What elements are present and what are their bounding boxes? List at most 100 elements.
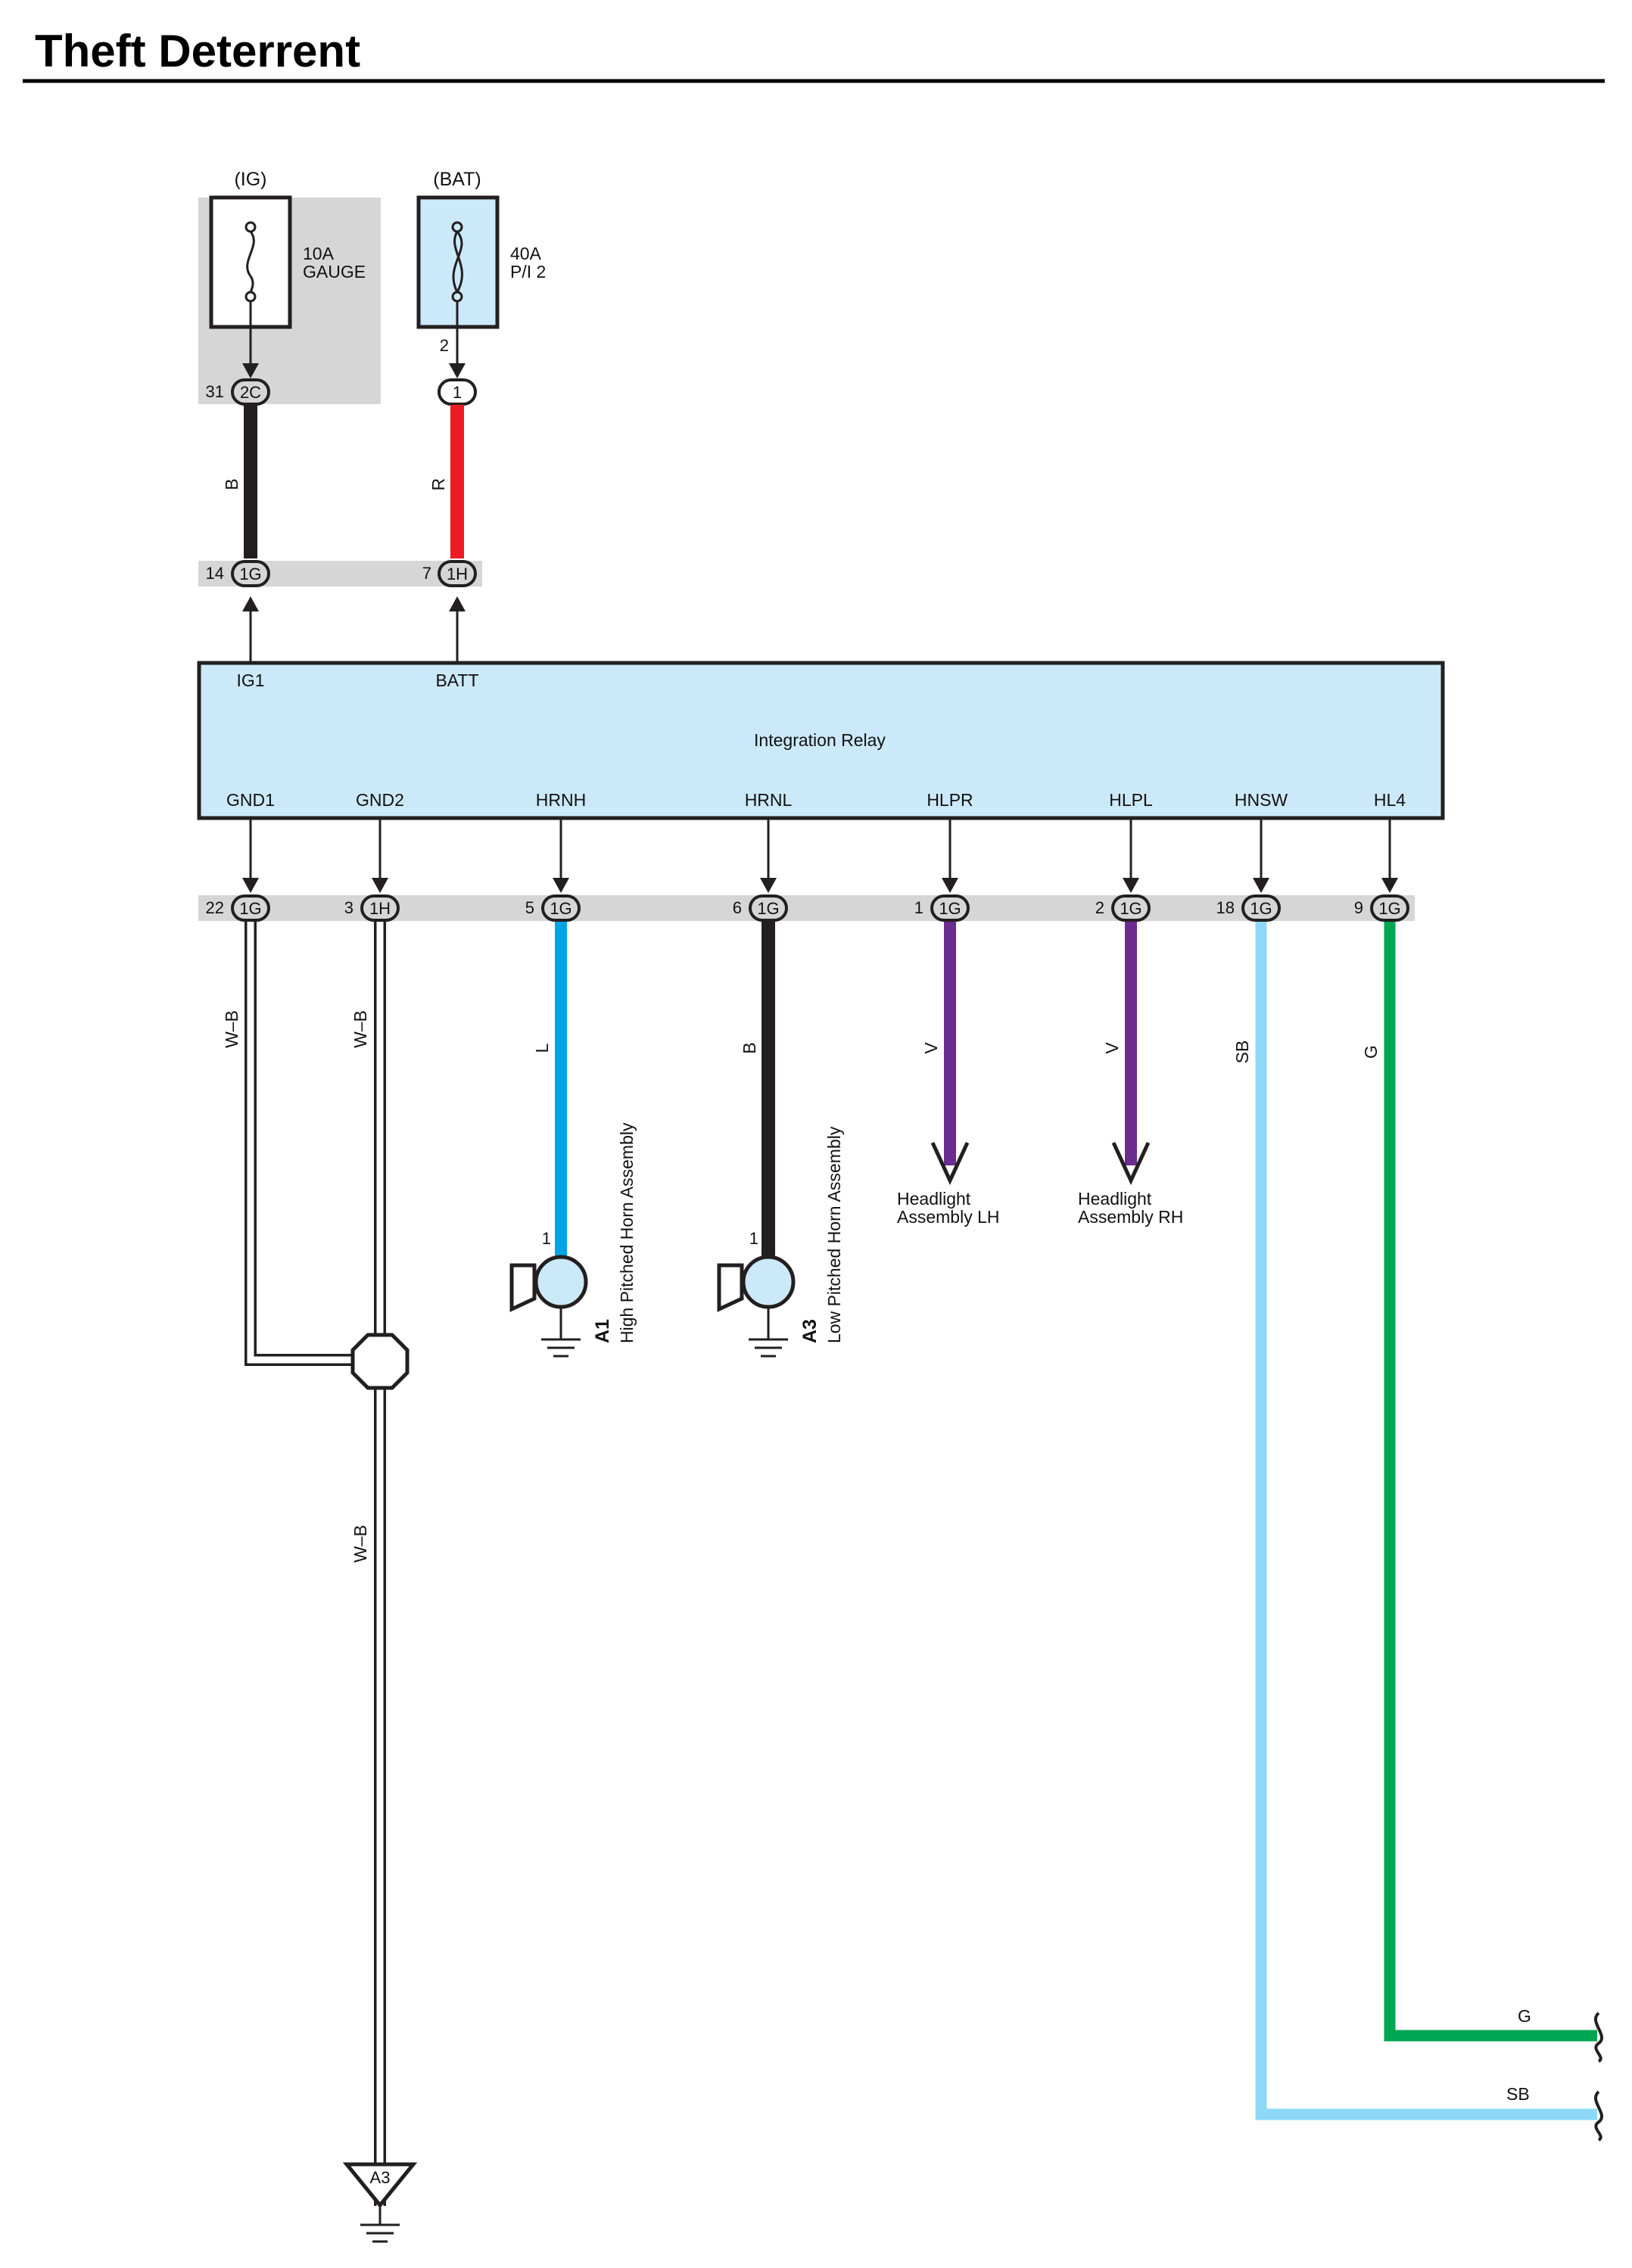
arrow-down-icon <box>242 878 259 893</box>
relay-terminal-label: GND2 <box>356 790 404 810</box>
relay-terminal-label: HRNL <box>745 790 793 810</box>
lower-junction-pin: 3 <box>344 898 353 917</box>
horn-a3-code: A3 <box>799 1319 821 1343</box>
horn-a3-name: Low Pitched Horn Assembly <box>824 1126 844 1343</box>
upper-junction-connector: 1H <box>447 565 468 583</box>
connector-oval <box>438 378 477 406</box>
lower-junction-connector: 1G <box>939 899 961 918</box>
connector-oval <box>360 894 400 922</box>
splice-junction <box>350 1333 410 1390</box>
lower-junction-strip <box>198 895 1415 921</box>
integration-relay-box <box>197 661 1445 820</box>
ground-point-label: A3 <box>370 2168 391 2187</box>
continuation-g-label: G <box>1518 2006 1531 2026</box>
fuse-10a-connector-pin: 31 <box>206 382 224 401</box>
relay-terminal-label: HLPR <box>927 790 973 810</box>
horn-a3-icon <box>717 1255 796 1358</box>
horn-a1-code: A1 <box>592 1319 613 1343</box>
wire-sb-label: SB <box>1232 1041 1252 1064</box>
fuse-40a-pin: 2 <box>440 336 449 355</box>
fuse-40a-symbol-icon <box>451 221 463 303</box>
fuse-bat-source: (BAT) <box>433 169 481 190</box>
ground-icon <box>360 2205 400 2243</box>
arrow-down-icon <box>1123 878 1139 893</box>
wire-break-icon <box>1593 2011 1603 2063</box>
upper-junction-pin: 14 <box>206 564 224 583</box>
connector-oval <box>1111 894 1151 922</box>
lower-junction-pin: 1 <box>914 898 923 917</box>
wire-v-label: V <box>1102 1042 1122 1054</box>
wire-r-label: R <box>428 478 448 491</box>
lower-junction-connector: 1G <box>1250 899 1272 918</box>
lower-junction-connector: 1G <box>1120 899 1141 918</box>
wire-wb-ground-label: W–B <box>350 1525 370 1563</box>
fuse-40a-name: P/I 2 <box>510 262 546 282</box>
lower-junction-connector: 1G <box>1378 899 1400 918</box>
continuation-sb-label: SB <box>1506 2084 1530 2104</box>
arrow-down-icon <box>1381 878 1398 893</box>
lower-junction-pin: 22 <box>206 898 224 917</box>
fuse-ig-source: (IG) <box>234 169 266 190</box>
arrow-down-icon <box>1253 878 1269 893</box>
upper-junction-pin: 7 <box>422 564 431 583</box>
connector-oval <box>231 894 270 922</box>
wire-g-hl4 <box>1384 922 1597 2042</box>
arrow-down-icon <box>449 363 466 378</box>
headlight-rh-line1: Headlight <box>1078 1189 1152 1209</box>
horn-a1-icon <box>509 1255 588 1358</box>
lower-junction-pin: 2 <box>1095 898 1104 917</box>
arrow-up-icon <box>449 596 466 611</box>
wire-break-icon <box>1593 2090 1603 2142</box>
connector-oval <box>231 378 270 406</box>
wire-l-label: L <box>532 1043 552 1053</box>
relay-terminal-label: HRNH <box>536 790 586 810</box>
horn-a1-pin: 1 <box>542 1229 551 1248</box>
wire-v-label: V <box>921 1042 941 1054</box>
wire-wb-label: W–B <box>350 1010 370 1048</box>
lower-junction-pin: 5 <box>525 898 534 917</box>
horn-a1-name: High Pitched Horn Assembly <box>617 1122 637 1343</box>
arrow-down-icon <box>942 878 958 893</box>
lower-junction-pin: 6 <box>733 898 742 917</box>
wire-wb-gnd1 <box>247 922 373 1364</box>
relay-terminal-label: HNSW <box>1235 790 1288 810</box>
connector-oval <box>438 560 477 587</box>
arrow-down-icon <box>372 878 388 893</box>
wire-wb-label: W–B <box>222 1010 241 1048</box>
relay-terminal-label: HL4 <box>1374 790 1406 810</box>
relay-terminal-batt: BATT <box>435 670 478 690</box>
connector-oval <box>1370 894 1409 922</box>
lower-junction-pin: 18 <box>1216 898 1235 917</box>
fuse-10a-name: GAUGE <box>303 262 366 282</box>
connector-oval <box>749 894 788 922</box>
arrow-down-icon <box>553 878 569 893</box>
connector-oval <box>541 894 581 922</box>
fuse-40a-rating: 40A <box>510 244 542 263</box>
connector-oval <box>930 894 970 922</box>
page-title: Theft Deterrent <box>35 26 360 76</box>
wire-g-label: G <box>1361 1045 1381 1059</box>
connector-oval <box>231 560 270 587</box>
upper-junction-connector: 1G <box>239 565 261 583</box>
fuse-40a-connector: 1 <box>453 383 462 402</box>
wire-b-label: B <box>222 478 241 490</box>
fuse-10a-connector: 2C <box>240 383 261 402</box>
arrow-down-icon <box>242 363 259 378</box>
connector-oval <box>1241 894 1281 922</box>
relay-terminal-label: GND1 <box>226 790 275 810</box>
arrow-up-icon <box>242 596 259 611</box>
ground-point-triangle <box>342 2162 418 2208</box>
relay-name: Integration Relay <box>754 730 886 750</box>
headlight-lh-line2: Assembly LH <box>897 1207 999 1227</box>
lower-junction-connector: 1H <box>369 899 391 918</box>
headlight-rh-line2: Assembly RH <box>1078 1207 1183 1227</box>
arrow-open-down-icon <box>930 1141 970 1185</box>
relay-terminal-ig1: IG1 <box>236 670 264 690</box>
arrow-down-icon <box>760 878 777 893</box>
lower-junction-connector: 1G <box>550 899 572 918</box>
lower-junction-connector: 1G <box>239 899 261 918</box>
